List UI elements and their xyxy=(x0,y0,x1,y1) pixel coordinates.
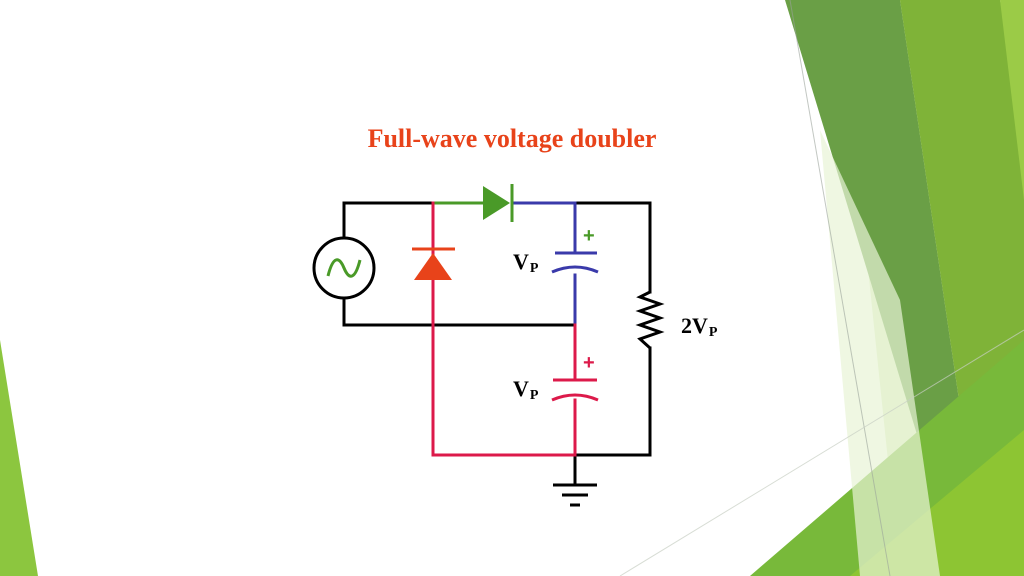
top-cap-label-main: V xyxy=(513,249,529,274)
load-label-sub: P xyxy=(708,325,718,340)
wire-right-lower xyxy=(573,346,652,457)
bottom-cap-plus: + xyxy=(583,352,595,374)
top-cap-label-sub: P xyxy=(529,261,539,276)
bottom-cap-label: VP xyxy=(513,376,538,404)
diode-icon xyxy=(483,184,514,222)
decor-thin-line-1 xyxy=(789,0,891,576)
wire-left-bottom xyxy=(342,268,577,327)
decor-thin-line-2 xyxy=(619,329,1024,576)
bottom-cap-label-sub: P xyxy=(529,388,539,403)
capacitor-bottom-icon xyxy=(551,378,599,402)
wire-top-cap-branch xyxy=(511,201,577,255)
top-cap-label: VP xyxy=(513,249,538,277)
ac-source-icon xyxy=(312,236,376,300)
load-label: 2VP xyxy=(681,313,717,341)
diode-bottom-icon xyxy=(412,247,455,280)
left-green-sliver xyxy=(0,340,38,576)
right-pale-wedge xyxy=(820,130,940,576)
right-bright-band xyxy=(1000,0,1024,200)
wire-bottom-diode-branch xyxy=(431,201,577,457)
ground-icon xyxy=(553,483,597,507)
resistor-icon xyxy=(635,290,665,350)
capacitor-icon xyxy=(551,251,599,274)
slide-title: Full-wave voltage doubler xyxy=(367,124,657,153)
top-cap-plus: + xyxy=(583,225,595,247)
bottom-cap-label-main: V xyxy=(513,376,529,401)
wire-right-loop xyxy=(573,201,652,294)
load-label-main: 2V xyxy=(681,313,708,338)
